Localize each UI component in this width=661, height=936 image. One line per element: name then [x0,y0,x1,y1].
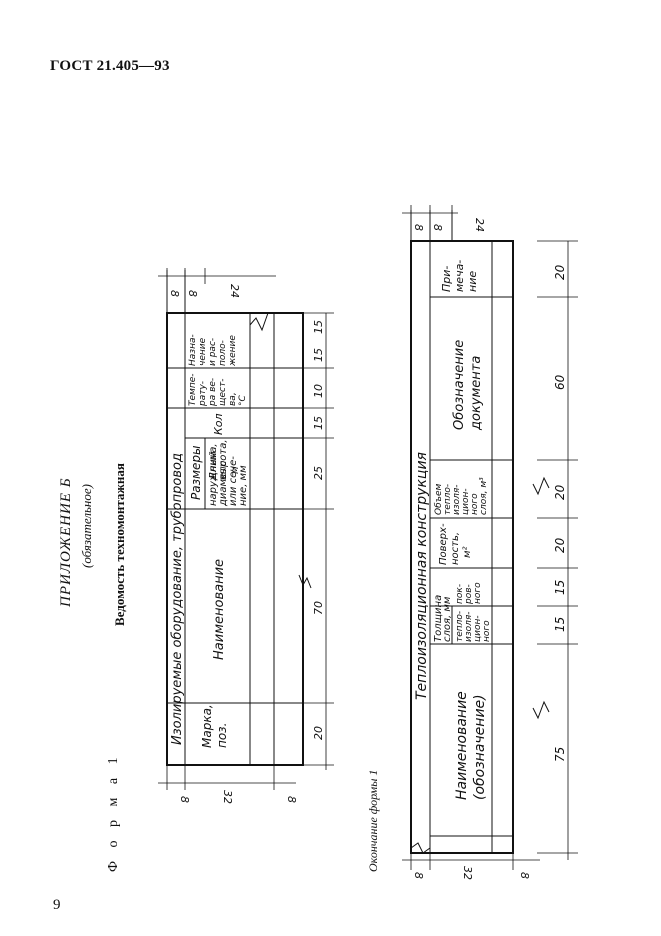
form1-col-nazn-2: чение [198,337,208,366]
form1-dim-left-1: 8 [178,796,191,803]
form1-end-col-tepl-2: изоля- [464,611,474,642]
form1-col-naimenovanie: Наименование [212,559,227,660]
form1-end-col-prim-3: ние [466,271,479,292]
form1-dim-right-3: 24 [228,284,241,298]
form1-end-col-obem-1: Объем [434,483,444,515]
form1-dim-left-2: 32 [221,790,234,804]
form1-dim-bottom-7: 15 [312,320,325,334]
form1-table [158,268,334,790]
form1-end-dim-right-2: 8 [431,224,444,231]
form1-col-nazn-1: Назна- [188,334,198,366]
form1-end-dim-left-3: 8 [518,872,531,879]
form1-end-col-naim-2: (обозначение) [472,694,488,800]
form1-end-col-pokr-3: ного [473,582,483,604]
form1-end-frame [410,240,514,854]
form1-col-diam-4: ние, мм [238,465,249,506]
form1-end-col-obem-3: изоля- [452,484,462,515]
form1-col-marka-1: Марка, [200,704,214,748]
form1-end-col-oboz-1: Обозначение [452,340,467,430]
form1-end-col-obem-6: слоя, м³ [479,477,489,515]
form1-end-dim-bottom-4: 20 [553,537,567,553]
form1-end-dim-right-1: 8 [412,224,425,231]
form1-end-col-oboz-2: документа [469,356,484,431]
form1-col-temp-3: ра ве- [208,378,218,407]
form1-end-dim-bottom-3: 15 [553,580,567,595]
form1-end-col-prim-1: При- [440,266,453,292]
form1-end-dim-bottom-6: 60 [553,374,567,390]
form1-dim-right-2: 8 [186,290,199,297]
form1-end-dim-left-1: 8 [412,872,425,879]
form1-end-col-naim-1: Наименование [454,691,470,800]
form1-end-table [402,205,578,870]
form1-dim-bottom-3: 25 [312,466,325,480]
form1-col-temp-6: °С [238,395,248,407]
form1-col-diam-1: наружный [208,451,219,506]
form1-col-nazn-4: поло- [218,340,228,366]
form1-end-dim-bottom-7: 20 [553,264,567,280]
form1-end-dim-bottom-2: 15 [553,617,567,632]
form1-dim-left-3: 8 [285,796,298,803]
form1-col-nazn-3: и рас- [208,338,218,366]
form1-dim-bottom-1: 20 [312,726,325,740]
form1-dim-bottom-2: 70 [312,601,325,615]
form1-end-col-tepl-1: тепло- [455,611,465,642]
form1-dim-bottom-4: 15 [312,416,325,430]
form1-dim-bottom-6: 15 [312,348,325,362]
form1-col-temp-4: щест- [218,379,228,406]
form1-end-col-tepl-3: цион- [473,615,483,642]
form1-col-diam-2: диаметр [218,461,229,507]
form1-col-marka-2: поз. [215,723,229,748]
form1-end-group-header: Теплоизоляционная конструкция [414,452,430,700]
form1-col-dlina-2: высота, [218,439,229,480]
form1-col-dlina-3: м [230,466,241,474]
form1-end-col-obem-2: тепло- [443,484,453,515]
form1-end-col-pokr-1: пок- [455,584,465,604]
form1-end-dim-bottom-5: 20 [553,484,567,500]
form1-end-col-obem-4: цион- [461,488,471,515]
form1-end-col-pokr-2: ров- [464,584,474,605]
form1-end-col-tepl-4: ного [482,620,492,642]
form1-dim-right-1: 8 [168,290,181,297]
form1-end-dim-right-3: 24 [473,218,486,232]
form1-end-col-pov-2: ность, [450,532,461,565]
form1-end-col-tolsh-2: слоя, мм [442,596,453,642]
form1-end-col-pov-3: м² [462,546,473,558]
form1-col-temp-1: Темпе- [188,374,198,407]
form1-col-dlina-1: Длина, [208,443,219,481]
form1-end-col-obem-5: ного [470,493,480,515]
form1-end-dim-bottom-1: 75 [553,747,567,762]
document-standard-header: ГОСТ 21.405—93 [50,58,170,74]
form1-col-temp-2: рату- [198,381,208,407]
page-number: 9 [53,897,61,913]
form1-dim-bottom-5: 10 [312,384,325,398]
form1-end-col-tolsh-1: Толщина [433,595,444,642]
form1-col-razmery: Размеры [189,446,203,501]
form1-end-dim-left-2: 32 [461,866,474,880]
form1-end-col-pov-1: Поверх- [438,523,449,565]
form1-group-header: Изолируемые оборудование, трубопровод [170,453,185,745]
form1-col-nazn-5: жение [228,335,238,367]
form1-frame [166,312,304,766]
form1-col-diam-3: или сече- [228,456,239,506]
form1-col-temp-5: ва, [228,392,238,406]
form1-col-kol: Кол [212,413,225,435]
form1-end-col-prim-2: меча- [453,260,466,292]
